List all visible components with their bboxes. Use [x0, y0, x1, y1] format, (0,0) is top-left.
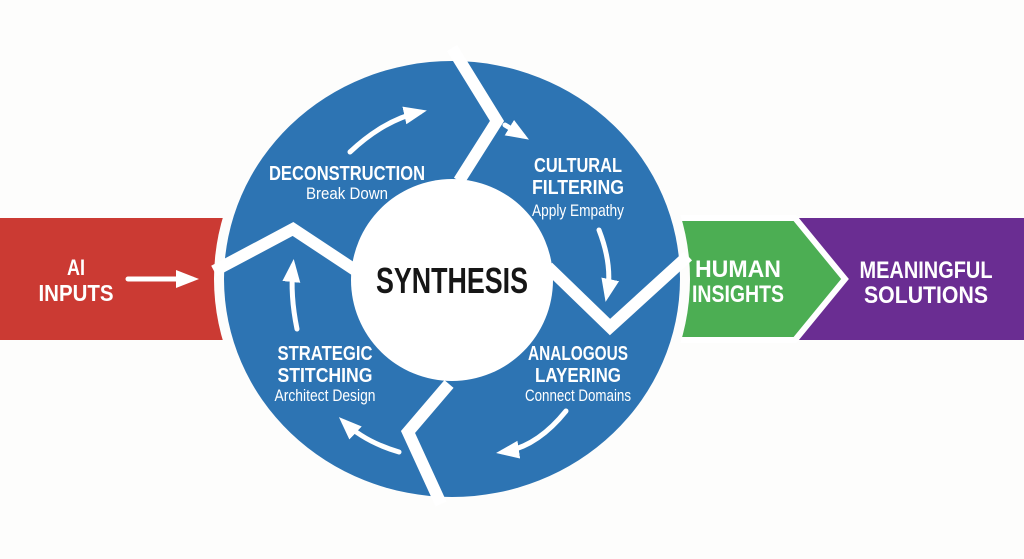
- divider-left-chevron-icon: [211, 222, 359, 277]
- divider-bottom-chevron-icon: [400, 380, 454, 507]
- segment-title-deconstruction: DECONSTRUCTION: [269, 163, 425, 185]
- ai-inputs-label-1: AI: [67, 255, 85, 280]
- segment-title-analogous-2: LAYERING: [535, 365, 621, 387]
- arrow-analogous-left-icon: [496, 408, 569, 459]
- human-insights-label-1: HUMAN: [695, 256, 781, 283]
- segment-subtitle-deconstruction: Break Down: [306, 184, 388, 203]
- segment-subtitle-cultural: Apply Empathy: [532, 201, 624, 220]
- segment-title-cultural-2: FILTERING: [532, 177, 624, 199]
- arrow-strategic-up-icon: [338, 417, 402, 455]
- arrow-top-crossover-icon: [502, 119, 529, 140]
- segment-subtitle-strategic: Architect Design: [275, 386, 376, 405]
- hub-label: SYNTHESIS: [376, 260, 528, 301]
- segment-title-strategic-2: STITCHING: [278, 365, 373, 387]
- segment-subtitle-analogous: Connect Domains: [525, 386, 631, 405]
- meaningful-solutions-label-2: SOLUTIONS: [864, 282, 988, 309]
- arrow-cultural-down-icon: [596, 227, 620, 302]
- segment-title-strategic-1: STRATEGIC: [278, 343, 373, 365]
- segment-title-cultural-1: CULTURAL: [534, 155, 622, 177]
- arrow-left-up-icon: [282, 259, 301, 332]
- meaningful-solutions-label-1: MEANINGFUL: [860, 257, 993, 284]
- arrow-deconstruction-icon: [347, 106, 427, 155]
- segment-title-analogous-1: ANALOGOUS: [528, 343, 628, 365]
- human-insights-label-2: INSIGHTS: [692, 281, 784, 308]
- hub-circle: [351, 179, 553, 381]
- divider-right-chevron-icon: [543, 251, 693, 336]
- ai-inputs-label-2: INPUTS: [39, 280, 114, 306]
- divider-top-chevron-icon: [446, 44, 505, 185]
